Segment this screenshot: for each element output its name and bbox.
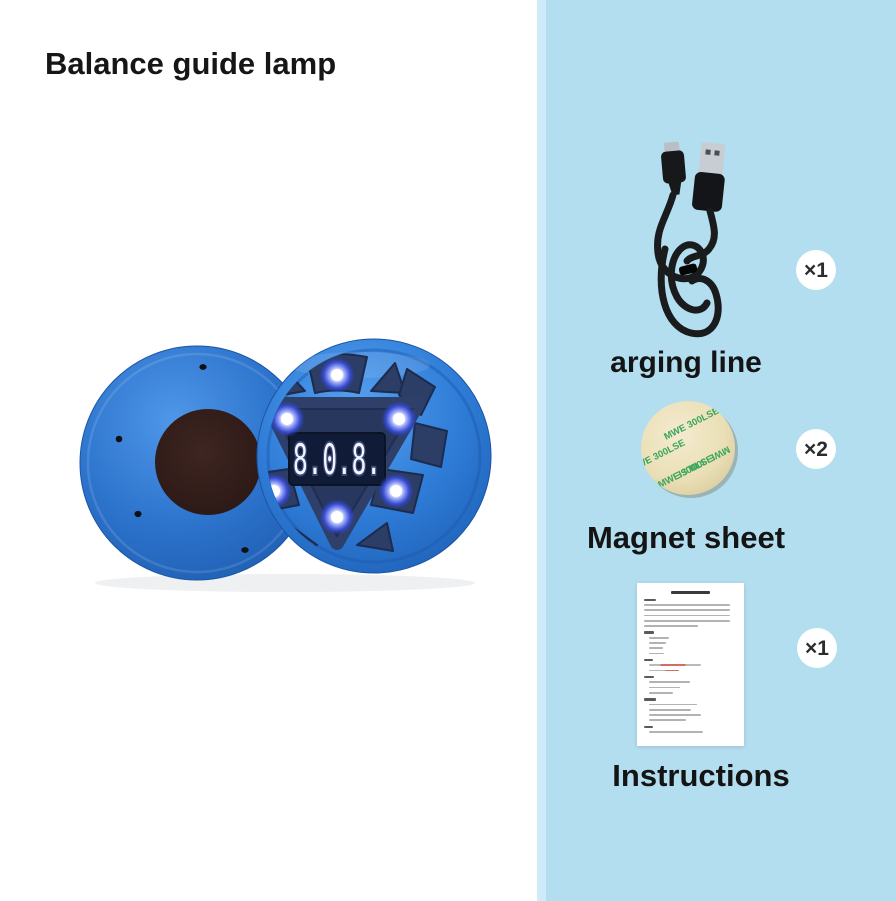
balance-guide-lamp-image: 8.0.8. 8.0.8. — [79, 338, 492, 592]
panel-edge — [537, 0, 546, 901]
lamp-back-disc — [79, 345, 315, 581]
accessory-label-charging-line: arging line — [610, 346, 762, 379]
charging-cable-image — [654, 141, 726, 338]
screw-holes — [115, 364, 249, 553]
adhesive-disc — [641, 401, 735, 495]
display-triangle: 8.0.8. 8.0.8. — [267, 397, 425, 550]
led-display — [288, 432, 386, 486]
instructions-text-lines — [644, 591, 737, 733]
cable-tie — [678, 263, 698, 276]
quantity-badge-magnet-sheet: ×2 — [796, 429, 836, 469]
svg-text:8.0.8.: 8.0.8. — [293, 435, 381, 484]
lamp-front-disc: 8.0.8. 8.0.8. — [256, 338, 492, 574]
display-digits: 8.0.8. — [293, 435, 381, 484]
accessory-label-instructions: Instructions — [612, 758, 790, 793]
product-shadow — [95, 574, 475, 592]
quantity-badge-instructions: ×1 — [797, 628, 837, 668]
magnet-sheet-image: MWE 300LSE MWE 300LSE MWE 300LSE MWE 300… — [641, 401, 738, 498]
quantity-text: ×1 — [804, 258, 828, 282]
page-title: Balance guide lamp — [45, 46, 337, 81]
cable-coil — [654, 191, 722, 338]
quantity-text: ×1 — [805, 636, 829, 660]
instructions-paper-image — [637, 583, 744, 746]
led-lights — [267, 357, 417, 535]
quantity-badge-charging-line: ×1 — [796, 250, 836, 290]
quantity-text: ×2 — [804, 437, 828, 461]
micro-usb-connector — [661, 141, 686, 196]
magnet-recess — [155, 409, 261, 515]
usb-a-connector — [692, 142, 726, 212]
accessory-label-magnet-sheet: Magnet sheet — [586, 520, 786, 555]
